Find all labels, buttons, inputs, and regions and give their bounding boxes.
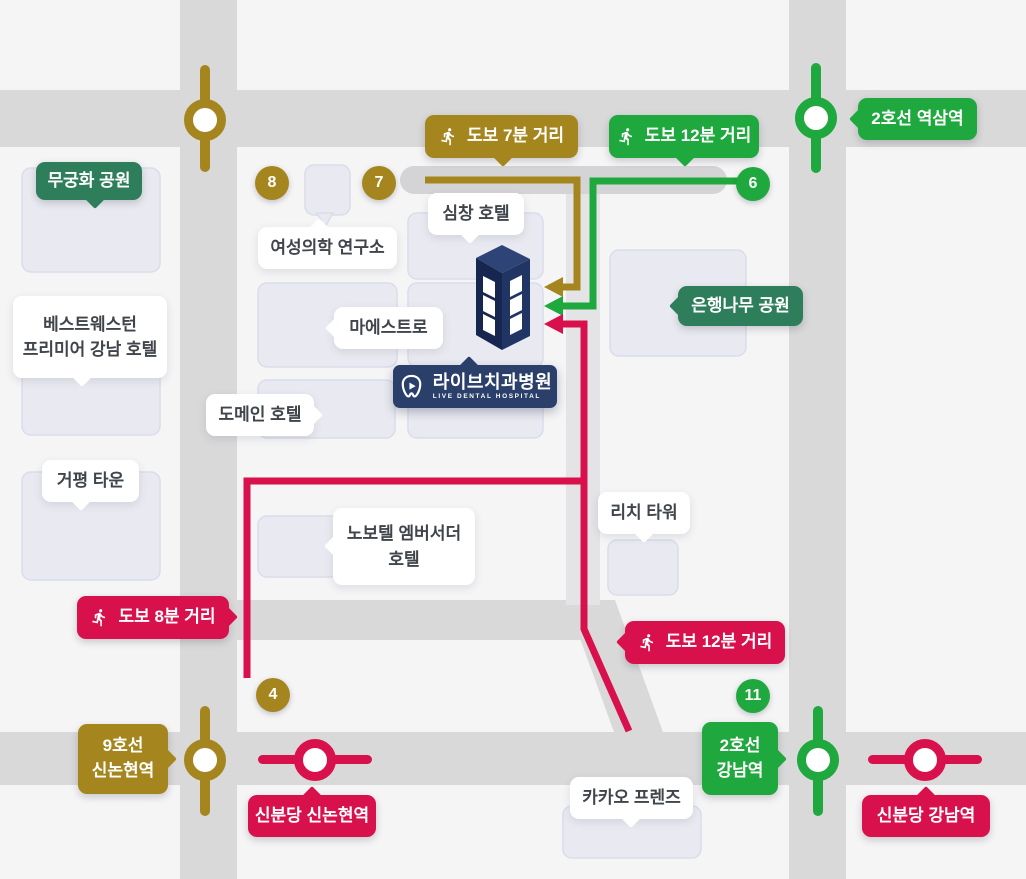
walk-badge-7min-label: 도보 7분 거리 <box>466 126 565 146</box>
tooltip-domain-hotel: 도메인 호텔 <box>206 394 323 436</box>
exit-number-8-label: 8 <box>267 174 277 191</box>
station-badge-line2-gangnam: 2호선 강남역 <box>702 722 787 795</box>
park-badge-mugunghwa-label: 무궁화 공원 <box>47 170 131 190</box>
tooltip-novotel-line2: 호텔 <box>388 549 420 569</box>
station-yeoksam <box>795 63 837 173</box>
walk-routes <box>243 176 750 733</box>
tooltip-maestro: 마에스트로 <box>325 307 443 349</box>
exit-number-11: 11 <box>736 679 770 713</box>
walk-badge-7min: 도보 7분 거리 <box>425 115 578 167</box>
station-badge-gangnam-line1: 2호선 <box>719 735 761 755</box>
tooltip-women-clinic: 여성의학 연구소 <box>258 218 397 269</box>
tooltip-kakao-friends: 카카오 프렌즈 <box>570 777 693 828</box>
building-roof <box>476 245 530 273</box>
walking-person-icon <box>638 633 657 652</box>
tooltip-women-clinic-label: 여성의학 연구소 <box>270 238 385 258</box>
route-red-arrow-icon <box>544 314 563 334</box>
station-badge-line9-sinnonhyeon: 9호선 신논현역 <box>78 724 177 794</box>
road-diagonal <box>566 600 663 732</box>
station-badge-sinbundang-gangnam-label: 신분당 강남역 <box>876 805 976 825</box>
road-middle <box>237 600 587 640</box>
walking-person-icon <box>617 127 636 146</box>
block-women-clinic <box>304 164 351 216</box>
exit-number-6-label: 6 <box>748 175 758 192</box>
tooltip-best-western-line1: 베스트웨스턴 <box>43 314 137 334</box>
route-olive-arrow-icon <box>544 277 563 297</box>
tooltip-novotel-line1: 노보텔 엠버서더 <box>346 524 462 543</box>
route-red-8min <box>243 477 584 678</box>
exit-number-7: 7 <box>362 166 396 200</box>
station-badge-sinbundang-sinnonhyeon: 신분당 신논현역 <box>248 786 376 837</box>
station-badge-yeoksam: 2호선 역삼역 <box>849 98 977 140</box>
block-rich-tower <box>607 539 679 596</box>
walk-badge-8min: 도보 8분 거리 <box>77 596 238 639</box>
tooltip-maestro-label: 마에스트로 <box>349 318 428 338</box>
exit-number-4: 4 <box>256 678 290 712</box>
tooltip-best-western: 베스트웨스턴 프리미어 강남 호텔 <box>13 296 167 387</box>
station-badge-yeoksam-label: 2호선 역삼역 <box>871 108 964 128</box>
building-windows <box>483 275 522 336</box>
tooltip-kakao-friends-label: 카카오 프렌즈 <box>582 788 681 808</box>
park-badge-eunhaengnamu: 은행나무 공원 <box>669 286 803 326</box>
tooth-play-icon <box>401 374 422 398</box>
station-badge-line9-line2: 신논현역 <box>91 761 155 780</box>
route-green-12min <box>562 177 750 310</box>
exit-number-4-label: 4 <box>268 686 278 703</box>
exit-number-8: 8 <box>255 166 289 200</box>
station-line9-north <box>184 65 226 172</box>
hospital-badge: 라이브치과병원 LIVE DENTAL HOSPITAL <box>393 356 557 408</box>
walk-badge-12min-green-label: 도보 12분 거리 <box>644 126 752 146</box>
exit-number-6: 6 <box>736 167 770 201</box>
tooltip-best-western-line2: 프리미어 강남 호텔 <box>22 340 158 359</box>
station-sinbundang-sinnonhyeon <box>258 739 372 781</box>
tooltip-rich-tower-label: 리치 타워 <box>610 503 678 523</box>
hospital-badge-subtitle: LIVE DENTAL HOSPITAL <box>432 392 541 400</box>
station-sinbundang-gangnam <box>868 739 982 781</box>
tooltip-simchang-hotel: 심창 호텔 <box>428 193 524 244</box>
tooltip-geopyeong-town: 거평 타운 <box>42 460 139 511</box>
tooltip-geopyeong-town-label: 거평 타운 <box>56 471 125 491</box>
exit-number-7-label: 7 <box>374 174 384 191</box>
route-red-12min <box>562 320 633 733</box>
park-badge-mugunghwa: 무궁화 공원 <box>36 162 142 209</box>
hospital-building <box>476 245 530 350</box>
station-line2-gangnam <box>797 706 839 816</box>
subway-stations <box>184 63 982 816</box>
station-badge-sinbundang-sinnonhyeon-label: 신분당 신논현역 <box>254 805 370 825</box>
exit-number-11-label: 11 <box>744 687 762 704</box>
station-badge-gangnam-line2: 강남역 <box>716 760 764 780</box>
park-badge-eunhaengnamu-label: 은행나무 공원 <box>691 295 790 315</box>
tooltip-novotel: 노보텔 엠버서더 호텔 <box>324 508 475 585</box>
tooltip-rich-tower: 리치 타워 <box>598 492 690 543</box>
hospital-badge-name: 라이브치과병원 <box>432 371 553 392</box>
walk-badge-12min-green: 도보 12분 거리 <box>609 115 759 167</box>
walking-person-icon <box>90 608 109 627</box>
walking-person-icon <box>439 127 458 146</box>
tooltip-simchang-hotel-label: 심창 호텔 <box>442 204 510 224</box>
station-badge-line9-line1: 9호선 <box>102 736 144 756</box>
walk-badge-12min-red: 도보 12분 거리 <box>616 621 785 664</box>
station-badge-sinbundang-gangnam: 신분당 강남역 <box>862 786 990 837</box>
station-line9-sinnonhyeon <box>184 706 226 816</box>
route-olive-7min <box>425 176 581 291</box>
tooltip-domain-hotel-label: 도메인 호텔 <box>218 405 302 425</box>
walk-badge-8min-label: 도보 8분 거리 <box>118 607 216 627</box>
route-green-arrow-icon <box>544 296 563 316</box>
walk-badge-12min-red-label: 도보 12분 거리 <box>665 632 773 652</box>
hospital-badge-text: 라이브치과병원 LIVE DENTAL HOSPITAL <box>433 373 552 401</box>
